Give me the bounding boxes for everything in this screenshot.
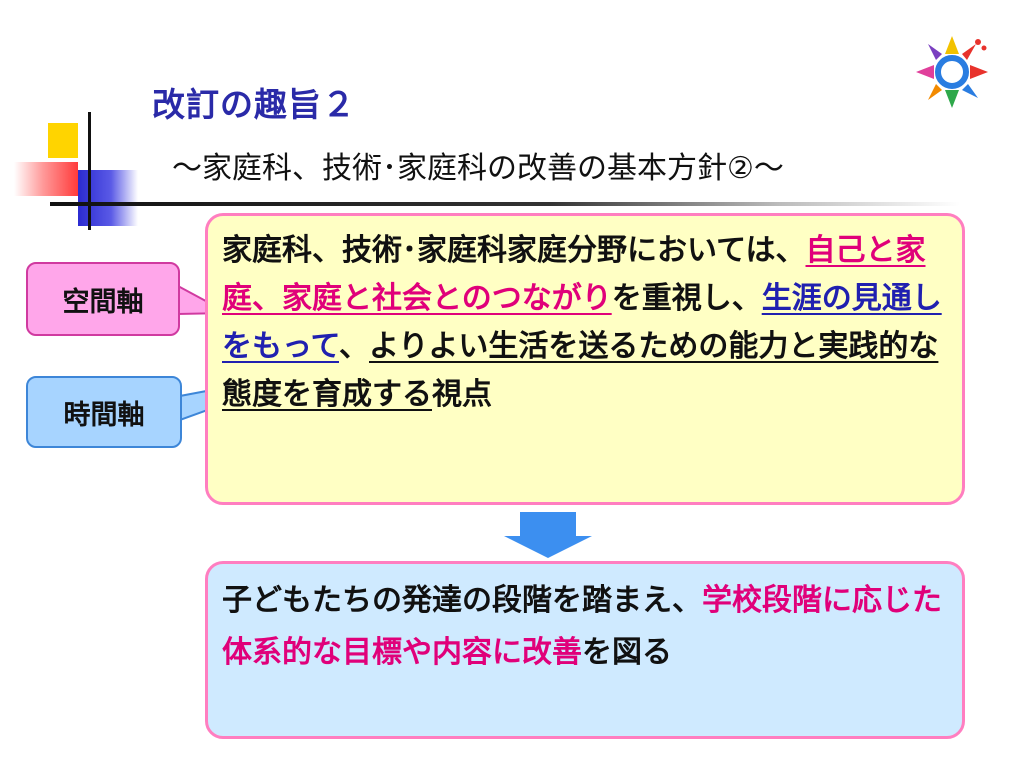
result-highlight: 学校段階に応じた体系的な目標や内容に改善 <box>222 583 942 670</box>
main-statement-text: 家庭科、技術･家庭科家庭分野においては、自己と家庭、家庭と社会とのつながりを重視… <box>222 227 957 419</box>
decor-yellow-block <box>48 123 78 158</box>
decor-red-block <box>14 162 78 196</box>
main-text-intro: 家庭科、技術･家庭科家庭分野においては、 <box>222 233 806 268</box>
slide-subtitle: ～家庭科、技術･家庭科の改善の基本方針②～ <box>172 151 784 186</box>
result-statement-text: 子どもたちの発達の段階を踏まえ、学校段階に応じた体系的な目標や内容に改善を図る <box>222 575 952 679</box>
result-text-ending: を図る <box>582 635 672 670</box>
colorful-emblem-icon <box>916 36 988 108</box>
result-statement-box <box>205 561 965 739</box>
result-text-intro: 子どもたちの発達の段階を踏まえ、 <box>222 583 702 618</box>
main-text-emphasis: を重視し、 <box>611 281 762 316</box>
main-text-ending: 視点 <box>432 377 492 412</box>
time-axis-highlight: 生涯の見通しをもって <box>222 281 942 364</box>
space-axis-callout: 空間軸 <box>26 262 180 336</box>
slide-title: 改訂の趣旨２ <box>152 85 356 124</box>
decor-vertical-line <box>88 112 91 230</box>
ability-underline-text: よりよい生活を送るための能力と実践的な態度を育成する <box>222 329 939 412</box>
main-statement-box <box>205 213 965 505</box>
title-divider-line <box>50 202 960 206</box>
space-axis-highlight: 自己と家庭、家庭と社会とのつながり <box>222 233 926 316</box>
down-arrow-icon <box>504 512 592 558</box>
main-text-comma: 、 <box>339 329 369 364</box>
time-axis-callout: 時間軸 <box>26 376 182 448</box>
